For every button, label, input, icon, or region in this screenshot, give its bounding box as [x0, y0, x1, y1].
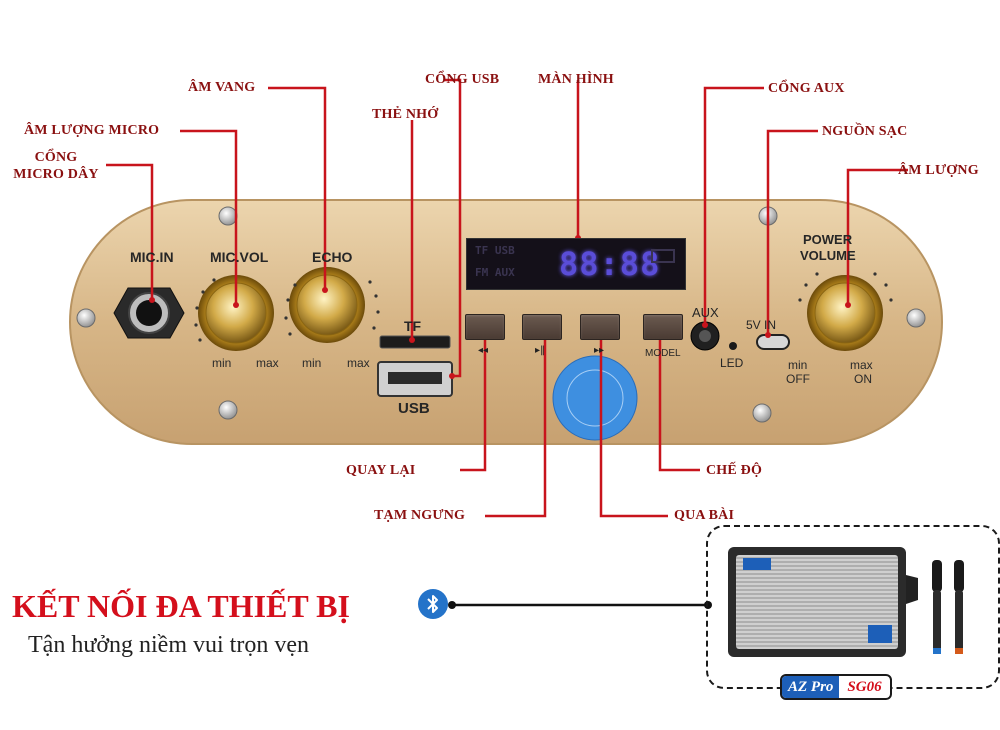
battery-icon — [651, 249, 675, 263]
label-led: LED — [720, 356, 744, 370]
callout-wired-mic-port-line1: CỔNG — [34, 150, 78, 165]
mic-vol-knob — [198, 275, 274, 351]
callout-screen: MÀN HÌNH — [538, 72, 614, 87]
callout-volume: ÂM LƯỢNG — [898, 163, 979, 178]
play-pause-button[interactable] — [522, 314, 562, 340]
callout-mic-volume: ÂM LƯỢNG MICRO — [24, 123, 160, 138]
usbc-port — [756, 334, 790, 350]
mic-jack — [113, 287, 185, 339]
next-button[interactable] — [580, 314, 620, 340]
callout-next: QUA BÀI — [674, 508, 735, 523]
control-panel — [69, 199, 943, 445]
led-display: TF USB FM AUX 88:88 — [466, 238, 686, 290]
model-brand: AZ Pro — [782, 676, 840, 698]
label-tf: TF — [404, 318, 422, 334]
power-volume-knob — [807, 275, 883, 351]
display-source-line1: TF USB — [475, 244, 515, 257]
label-aux: AUX — [692, 305, 719, 320]
next-icon: ▸▸ — [594, 345, 605, 356]
previous-button[interactable] — [465, 314, 505, 340]
callout-mode: CHẾ ĐỘ — [706, 463, 763, 478]
callout-wired-mic-port: CỔNG MICRO DÂY — [6, 149, 106, 183]
label-power: POWER — [803, 232, 853, 247]
promo-headline: KẾT NỐI ĐA THIẾT BỊ — [12, 588, 350, 624]
label-max: max — [347, 356, 370, 370]
promo-subline: Tận hưởng niềm vui trọn vẹn — [28, 632, 309, 658]
echo-knob — [289, 267, 365, 343]
label-usb: USB — [398, 400, 430, 417]
model-tag: AZ Pro SG06 — [780, 674, 892, 700]
mode-button[interactable] — [643, 314, 683, 340]
label-max: max — [850, 358, 873, 372]
callout-aux-port: CỔNG AUX — [768, 81, 845, 96]
label-min: min — [788, 358, 808, 372]
callout-previous: QUAY LẠI — [346, 463, 416, 478]
label-mic-in: MIC.IN — [130, 249, 174, 265]
label-off: OFF — [786, 372, 810, 386]
previous-icon: ◂◂ — [478, 345, 489, 356]
label-max: max — [256, 356, 279, 370]
date-sticker — [552, 355, 638, 441]
label-volume: VOLUME — [800, 248, 856, 263]
label-on: ON — [854, 372, 872, 386]
usb-port — [377, 361, 453, 397]
display-digits: 88:88 — [559, 245, 661, 283]
display-source-line2: FM AUX — [475, 266, 515, 279]
leader-lines — [106, 78, 908, 518]
led-indicator — [729, 342, 737, 350]
callout-pause: TẠM NGƯNG — [374, 508, 466, 523]
tf-card-slot — [379, 335, 451, 349]
callout-charging: NGUỒN SẠC — [822, 124, 908, 139]
label-min: min — [212, 356, 232, 370]
product-frame — [706, 525, 1000, 689]
play-pause-icon: ▸‖ — [535, 345, 546, 356]
model-number: SG06 — [847, 679, 882, 695]
bluetooth-icon — [418, 589, 448, 619]
callout-wired-mic-port-line2: MICRO DÂY — [13, 167, 99, 182]
label-charge-in: 5V IN — [746, 318, 777, 332]
label-min: min — [302, 356, 322, 370]
label-mic-vol: MIC.VOL — [210, 249, 269, 265]
microphones — [932, 560, 964, 654]
callout-usb-port: CỔNG USB — [425, 72, 500, 87]
knob-scale — [194, 272, 893, 342]
callout-memory-card: THẺ NHỚ — [372, 107, 439, 122]
speaker-illustration — [728, 547, 918, 657]
label-model: MODEL — [645, 348, 681, 359]
callout-echo: ÂM VANG — [188, 80, 256, 95]
label-echo: ECHO — [312, 249, 353, 265]
